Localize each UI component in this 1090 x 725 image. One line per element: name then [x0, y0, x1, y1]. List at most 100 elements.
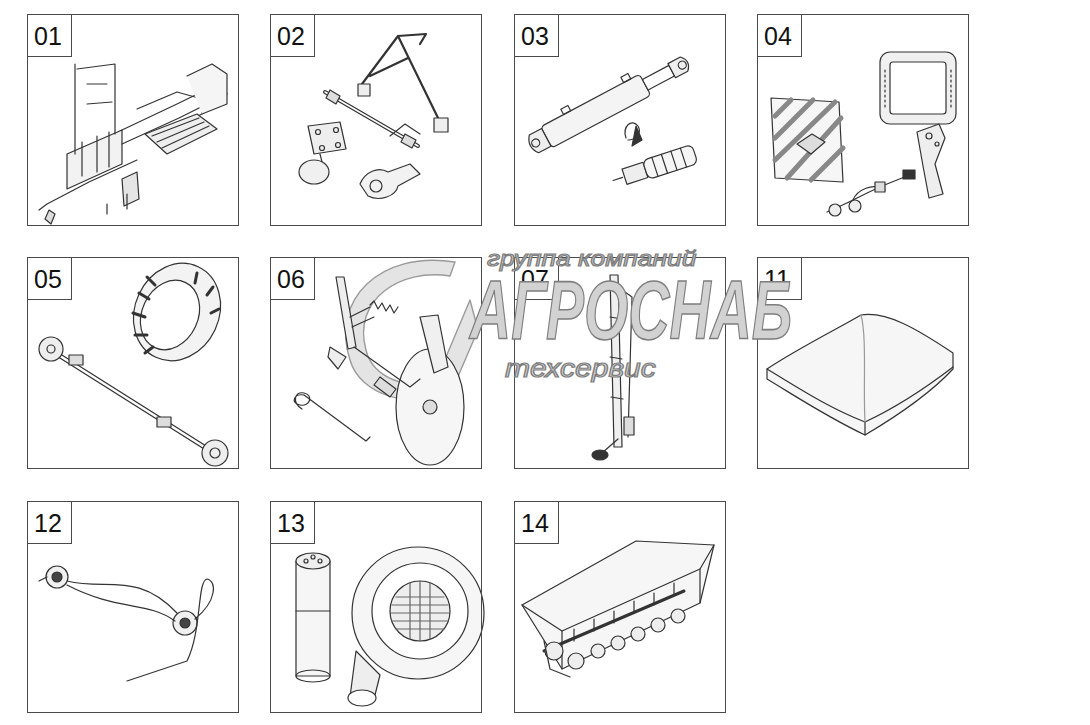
- lights-illustration: [67, 581, 177, 613]
- frame-illustration: [145, 114, 217, 154]
- lights-illustration: [39, 577, 47, 581]
- marker-illustration: [624, 417, 634, 435]
- control-illustration: [880, 52, 956, 124]
- lights-illustration: [180, 618, 190, 628]
- number-box: 01: [28, 15, 72, 57]
- number-box: 12: [28, 502, 72, 544]
- catalog-panel: 13: [270, 501, 482, 713]
- hopper-illustration: [544, 641, 570, 677]
- catalog-panel: 01: [27, 14, 239, 226]
- hopper-illustration: [651, 618, 665, 632]
- callout-number: 14: [521, 511, 558, 536]
- axle-illustration: [49, 349, 217, 455]
- hood-illustration: [864, 422, 865, 435]
- watermark-text: группа компаний: [487, 248, 696, 270]
- axle-illustration: [133, 273, 219, 353]
- cylinder-illustration: [561, 105, 571, 114]
- catalog-panel: 12: [27, 501, 239, 713]
- control-illustration: [849, 200, 861, 212]
- catalog-panel: 05: [27, 257, 239, 469]
- number-box: 14: [515, 502, 559, 544]
- watermark-text: техсервис: [505, 356, 656, 381]
- callout-number: 04: [764, 24, 801, 49]
- cylinder-illustration: [642, 144, 698, 179]
- axle-illustration: [118, 249, 236, 375]
- disc-illustration: [294, 277, 464, 465]
- hopper-illustration: [544, 591, 684, 651]
- control-illustration: [926, 133, 932, 139]
- cylinder-illustration: [522, 46, 698, 190]
- cylinder-illustration: [613, 177, 623, 180]
- axle-illustration: [202, 440, 228, 466]
- hood-illustration: [767, 314, 953, 435]
- cylinder-illustration: [530, 138, 541, 149]
- hitch-illustration: [299, 160, 329, 184]
- hopper-illustration: [562, 569, 700, 669]
- number-box: 04: [758, 15, 802, 57]
- hood-illustration: [861, 315, 865, 422]
- hopper-illustration: [568, 653, 584, 669]
- frame-illustration: [82, 132, 109, 176]
- frame-illustration: [187, 64, 227, 114]
- fan-illustration: [390, 581, 450, 641]
- disc-illustration: [370, 301, 398, 313]
- lights-illustration: [67, 585, 175, 621]
- fan-illustration: [304, 559, 308, 563]
- hopper-illustration: [671, 609, 685, 623]
- hopper-illustration: [522, 541, 714, 677]
- fan-illustration: [296, 561, 330, 676]
- lights-illustration: [52, 572, 62, 582]
- fan-illustration: [352, 547, 484, 679]
- hitch-illustration: [336, 143, 341, 148]
- fan-illustration: [318, 559, 322, 563]
- hood-illustration: [767, 314, 953, 435]
- disc-illustration: [294, 393, 370, 441]
- lights-illustration: [173, 611, 197, 635]
- control-illustration: [875, 182, 885, 192]
- disc-illustration: [420, 315, 448, 373]
- disc-illustration: [328, 347, 346, 369]
- fan-illustration: [296, 547, 484, 706]
- axle-illustration: [47, 345, 55, 353]
- control-illustration: [829, 204, 841, 216]
- frame-illustration: [75, 64, 115, 154]
- cylinder-illustration: [652, 148, 687, 176]
- axle-illustration: [157, 417, 171, 427]
- catalog-panel: 04: [757, 14, 969, 226]
- cylinder-illustration: [642, 65, 674, 90]
- fan-illustration: [296, 670, 330, 682]
- cylinder-illustration: [610, 144, 698, 190]
- callout-number: 06: [277, 267, 314, 292]
- lights-illustration: [46, 566, 68, 588]
- catalog-panel: 06: [270, 257, 482, 469]
- hopper-illustration: [591, 644, 605, 658]
- callout-number: 12: [34, 511, 71, 536]
- disc-illustration: [354, 347, 420, 387]
- number-box: 06: [271, 258, 315, 300]
- cylinder-illustration: [632, 126, 642, 146]
- number-box: 05: [28, 258, 72, 300]
- hitch-illustration: [334, 128, 339, 133]
- fan-illustration: [311, 555, 315, 559]
- frame-illustration: [45, 210, 55, 224]
- hitch-illustration: [299, 34, 448, 198]
- fan-illustration: [390, 581, 450, 641]
- axle-illustration: [39, 337, 63, 361]
- hitch-illustration: [362, 34, 440, 122]
- disc-illustration: [350, 307, 374, 327]
- callout-number: 05: [34, 267, 71, 292]
- cylinder-illustration: [541, 74, 651, 148]
- control-illustration: [797, 134, 825, 154]
- fan-illustration: [296, 553, 330, 569]
- hitch-illustration: [320, 146, 325, 151]
- fan-illustration: [348, 690, 376, 706]
- control-illustration: [771, 52, 956, 216]
- disc-illustration: [374, 377, 396, 397]
- control-illustration: [935, 142, 939, 146]
- cylinder-illustration: [522, 46, 693, 156]
- disc-illustration: [423, 400, 437, 414]
- number-box: 03: [515, 15, 559, 57]
- callout-number: 03: [521, 24, 558, 49]
- catalog-panel: 03: [514, 14, 726, 226]
- catalog-panel: 02: [270, 14, 482, 226]
